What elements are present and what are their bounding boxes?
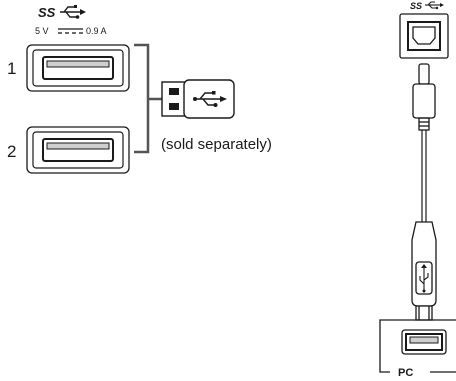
usb-trident-icon bbox=[419, 264, 429, 293]
superspeed-logo-right-text: SS bbox=[410, 1, 422, 11]
usb-device-plug bbox=[161, 79, 235, 119]
port-1-label: 1 bbox=[7, 59, 16, 78]
superspeed-logo-left bbox=[60, 5, 86, 19]
port-2-label: 2 bbox=[7, 142, 16, 161]
pc-label: PC bbox=[398, 367, 413, 379]
usb-b-plug bbox=[412, 63, 436, 131]
pc-box bbox=[379, 319, 456, 373]
usb-trident-icon bbox=[425, 1, 444, 10]
power-rating-current: 0.9 A bbox=[86, 26, 107, 36]
usb-trident-icon bbox=[193, 91, 227, 107]
power-rating-voltage: 5 V bbox=[35, 26, 49, 36]
superspeed-logo-left-text: SS bbox=[38, 5, 56, 20]
dc-current-icon bbox=[58, 28, 83, 34]
accessory-note: (sold separately) bbox=[161, 136, 272, 153]
usb-port-2 bbox=[26, 126, 130, 174]
usb-type-b-connector bbox=[399, 13, 449, 59]
usb-port-1 bbox=[26, 44, 130, 92]
usb-cable bbox=[421, 130, 427, 222]
usb-trident-icon bbox=[60, 5, 86, 19]
usb-a-plug bbox=[411, 221, 437, 321]
ports-bracket bbox=[134, 43, 162, 154]
superspeed-logo-right bbox=[425, 1, 444, 10]
